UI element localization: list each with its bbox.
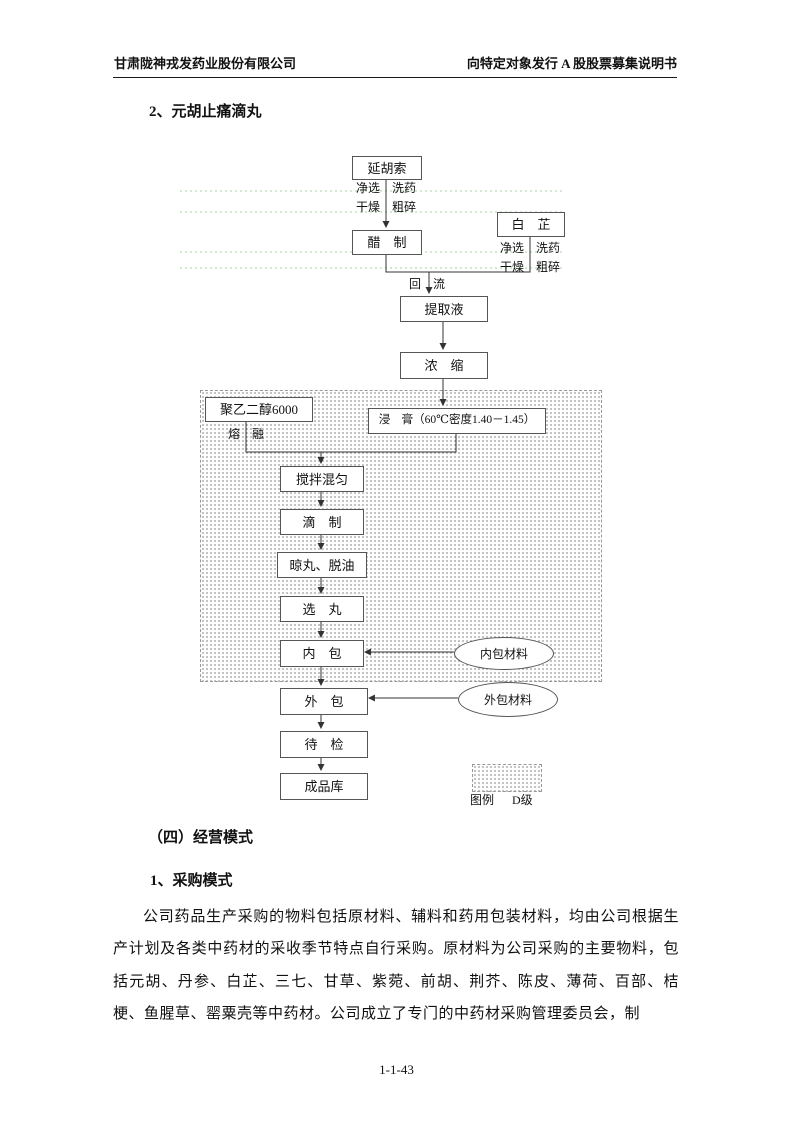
flow-node-jiaoban-hunyun: 搅拌混匀 xyxy=(280,466,364,492)
flow-node-chengpinku: 成品库 xyxy=(280,773,368,800)
process-label-rongrong: 熔 融 xyxy=(228,427,265,441)
heading-business-mode: （四）经营模式 xyxy=(148,830,254,846)
process-label-cusui-1: 粗碎 xyxy=(392,200,417,214)
process-label-ganzao-2: 干燥 xyxy=(500,260,525,274)
process-label-ganzao-1: 干燥 xyxy=(356,200,381,214)
process-label-jingxuan-2: 净选 xyxy=(500,241,525,255)
page-number: 1-1-43 xyxy=(379,1062,414,1077)
flow-node-peg6000: 聚乙二醇6000 xyxy=(205,397,313,422)
flow-node-neibao: 内 包 xyxy=(280,640,364,667)
flow-node-dizhi: 滴 制 xyxy=(280,509,364,535)
flow-node-baizhi: 白 芷 xyxy=(497,212,565,237)
body-paragraph: 公司药品生产采购的物料包括原材料、辅料和药用包装材料，均由公司根据生产计划及各类… xyxy=(113,909,679,1022)
flow-node-xuanwan: 选 丸 xyxy=(280,596,364,622)
header-company-name: 甘肃陇神戎发药业股份有限公司 xyxy=(114,56,297,71)
legend-caption: 图例 xyxy=(470,793,495,807)
flow-node-daijian: 待 检 xyxy=(280,731,368,758)
process-label-cusui-2: 粗碎 xyxy=(536,260,561,274)
process-label-xiyao-2: 洗药 xyxy=(536,241,561,255)
flow-node-waibao: 外 包 xyxy=(280,688,368,715)
heading-product: 2、元胡止痛滴丸 xyxy=(149,104,262,120)
material-ellipse-waibao: 外包材料 xyxy=(458,682,558,717)
header-rule xyxy=(113,77,677,78)
flow-node-tiquye: 提取液 xyxy=(400,296,488,322)
process-label-huiliu: 回 流 xyxy=(409,277,446,291)
heading-procurement-mode: 1、采购模式 xyxy=(150,873,233,889)
material-ellipse-neibao: 内包材料 xyxy=(454,637,554,670)
process-label-xiyao-1: 洗药 xyxy=(392,181,417,195)
flow-node-liangwan-tuoyou: 晾丸、脱油 xyxy=(277,552,367,578)
flow-node-jingao: 浸 膏（60℃密度1.40－1.45） xyxy=(368,408,546,434)
process-label-jingxuan-1: 净选 xyxy=(356,181,381,195)
flow-node-yanhusuo: 延胡索 xyxy=(352,156,422,180)
flow-node-nongsuo: 浓 缩 xyxy=(400,352,488,379)
legend-grade: D级 xyxy=(512,793,533,807)
flow-node-cuzhi: 醋 制 xyxy=(352,230,422,255)
legend-swatch xyxy=(472,764,542,792)
header-doc-title: 向特定对象发行 A 股股票募集说明书 xyxy=(466,56,677,71)
